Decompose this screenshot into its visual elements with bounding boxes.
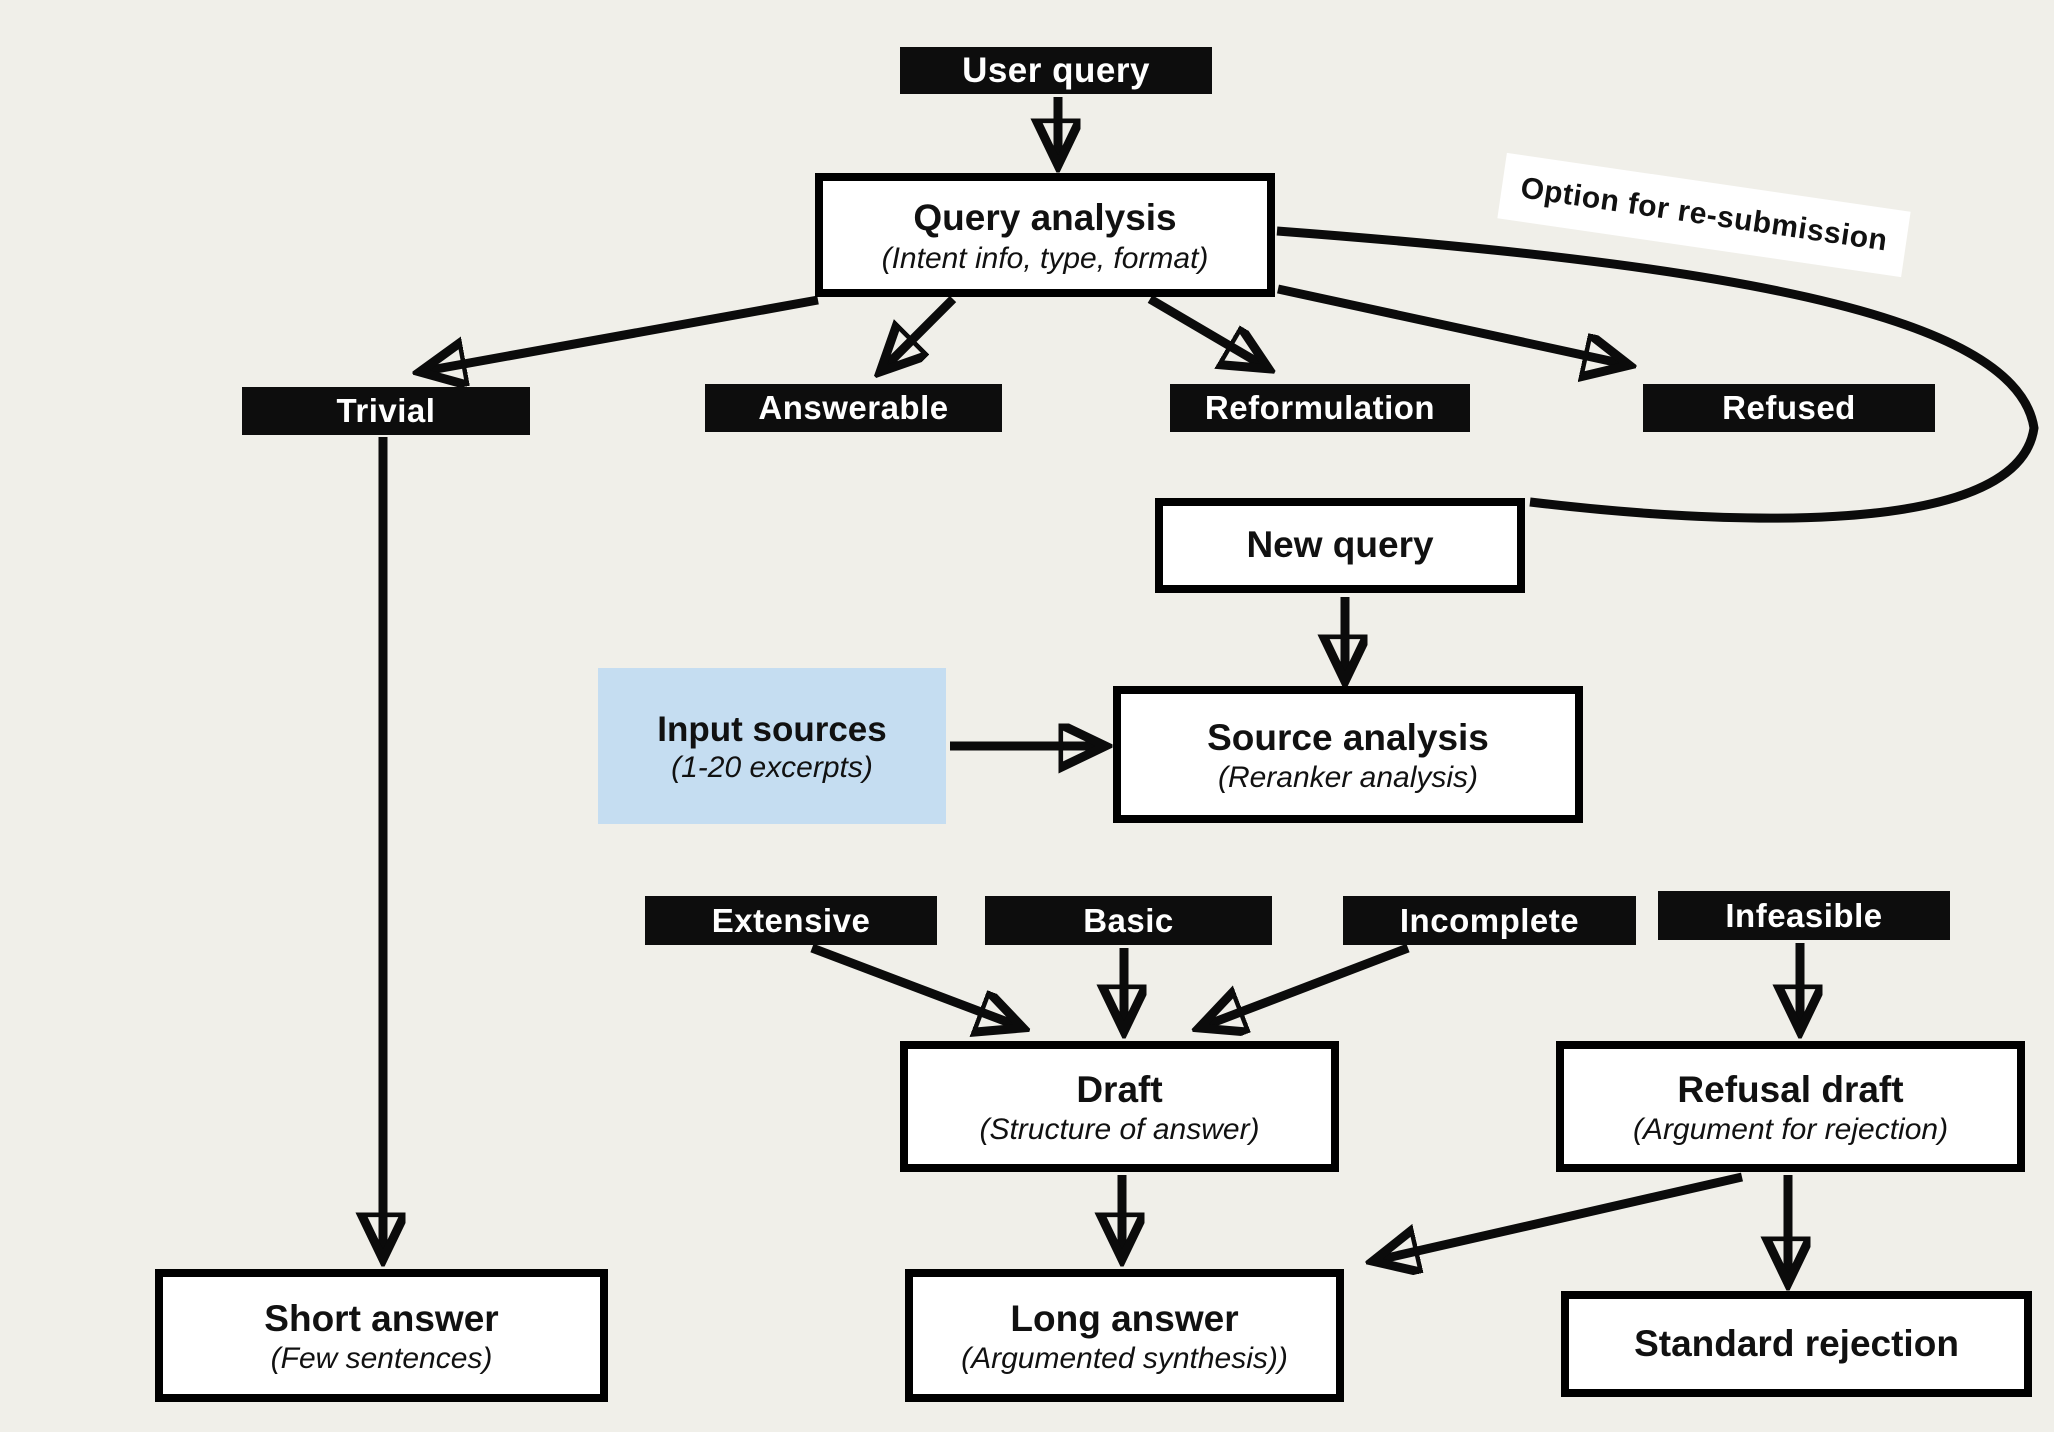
node-draft-subtitle: (Structure of answer): [979, 1113, 1260, 1147]
edge-query-analysis-to-answerable: [884, 295, 957, 368]
node-refused: Refused: [1643, 384, 1935, 432]
node-refusal-draft: Refusal draft (Argument for rejection): [1556, 1041, 2025, 1172]
edge-refusal-draft-to-long-answer: [1378, 1172, 1744, 1260]
edge-incomplete-to-draft: [1204, 943, 1410, 1026]
node-short-answer: Short answer (Few sentences): [155, 1269, 608, 1402]
node-basic: Basic: [985, 896, 1272, 945]
node-draft: Draft (Structure of answer): [900, 1041, 1339, 1172]
edge-extensive-to-draft: [810, 943, 1018, 1026]
node-long-answer-title: Long answer: [1010, 1297, 1239, 1339]
node-refusal-draft-subtitle: (Argument for rejection): [1632, 1113, 1949, 1147]
node-short-answer-title: Short answer: [264, 1297, 499, 1339]
node-trivial: Trivial: [242, 387, 530, 435]
node-draft-title: Draft: [1076, 1068, 1163, 1110]
node-query-analysis: Query analysis (Intent info, type, forma…: [815, 173, 1275, 297]
node-refusal-draft-title: Refusal draft: [1677, 1068, 1904, 1110]
node-standard-rejection-title: Standard rejection: [1634, 1323, 1959, 1364]
edge-query-analysis-to-refused: [1277, 284, 1624, 364]
node-infeasible: Infeasible: [1658, 891, 1950, 940]
node-input-sources: Input sources (1-20 excerpts): [598, 668, 946, 824]
node-reformulation: Reformulation: [1170, 384, 1470, 432]
node-source-analysis: Source analysis (Reranker analysis): [1113, 686, 1583, 823]
node-input-sources-subtitle: (1-20 excerpts): [671, 751, 873, 785]
node-input-sources-title: Input sources: [657, 709, 887, 749]
edge-resubmission-loop: [1276, 226, 2039, 523]
node-query-analysis-subtitle: (Intent info, type, format): [881, 241, 1209, 275]
node-source-analysis-subtitle: (Reranker analysis): [1217, 761, 1479, 795]
node-long-answer-subtitle: (Argumented synthesis)): [961, 1342, 1288, 1376]
node-query-analysis-title: Query analysis: [913, 197, 1177, 239]
node-short-answer-subtitle: (Few sentences): [270, 1342, 493, 1376]
node-extensive: Extensive: [645, 896, 937, 945]
node-new-query: New query: [1155, 498, 1525, 593]
node-long-answer: Long answer (Argumented synthesis)): [905, 1269, 1344, 1402]
node-standard-rejection: Standard rejection: [1561, 1291, 2032, 1397]
node-incomplete: Incomplete: [1343, 896, 1636, 945]
node-source-analysis-title: Source analysis: [1207, 716, 1489, 758]
node-user-query: User query: [900, 47, 1212, 94]
node-new-query-title: New query: [1246, 524, 1434, 566]
edge-query-analysis-to-reformulation: [1147, 295, 1264, 366]
edge-query-analysis-to-trivial: [425, 295, 819, 371]
node-answerable: Answerable: [705, 384, 1002, 432]
